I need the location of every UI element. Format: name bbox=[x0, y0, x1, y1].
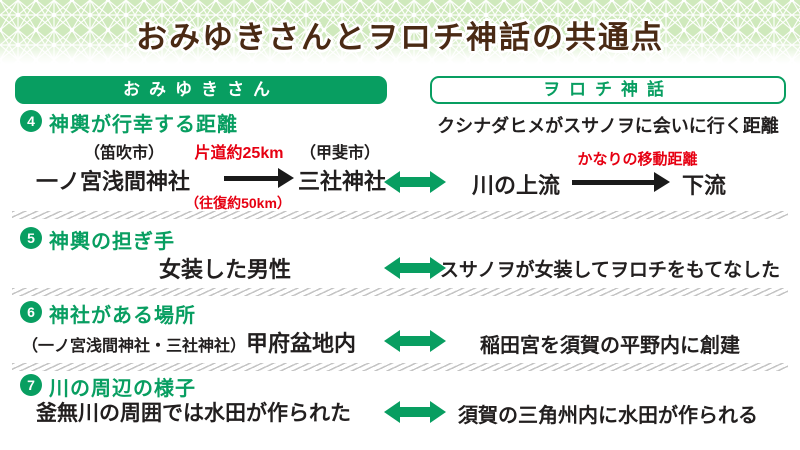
section-divider bbox=[12, 288, 788, 296]
s6-left-line: （一ノ宮浅間神社・三社神社）甲府盆地内 bbox=[22, 326, 356, 358]
header-fade-overlay bbox=[0, 0, 800, 64]
s7-right-text: 須賀の三角州内に水田が作られる bbox=[458, 405, 758, 427]
equivalence-arrow-icon bbox=[384, 330, 446, 352]
section-6-number-badge: 6 bbox=[20, 301, 42, 323]
s4-from-shrine: 一ノ宮浅間神社 bbox=[36, 169, 191, 194]
s6-left-note: （一ノ宮浅間神社・三社神社） bbox=[22, 338, 247, 355]
s4-to-city: （甲斐市） bbox=[299, 145, 380, 162]
s4-to-shrine: 三社神社 bbox=[298, 169, 387, 194]
s7-left-text: 釜無川の周囲では水田が作られた bbox=[36, 402, 351, 425]
equivalence-arrow-icon bbox=[384, 257, 446, 279]
column-header-orochi-myth: ヲロチ神話 bbox=[430, 76, 786, 104]
column-header-omiyukisan: おみゆきさん bbox=[15, 76, 387, 104]
s4-right-note: かなりの移動距離 bbox=[577, 151, 698, 168]
equivalence-arrow-icon bbox=[384, 171, 446, 193]
s4-river-downstream: 下流 bbox=[682, 173, 727, 198]
section-7-heading: 川の周辺の様子 bbox=[49, 378, 196, 400]
s4-round-trip-distance: （往復約50km） bbox=[185, 195, 291, 211]
page-title: おみゆきさんとヲロチ神話の共通点 bbox=[136, 20, 664, 55]
section-5-number-badge: 5 bbox=[20, 227, 42, 249]
section-5-heading: 神輿の担ぎ手 bbox=[49, 231, 175, 253]
s4-from-city: （笛吹市） bbox=[83, 145, 164, 162]
equivalence-arrow-icon bbox=[384, 401, 446, 423]
section-4-heading: 神輿が行幸する距離 bbox=[49, 114, 238, 136]
s6-right-text: 稲田宮を須賀の平野内に創建 bbox=[480, 335, 740, 357]
right-arrow-icon bbox=[572, 171, 670, 193]
s5-right-text: スサノヲが女装してヲロチをもてなした bbox=[439, 260, 781, 281]
s4-river-upstream: 川の上流 bbox=[472, 173, 561, 198]
section-divider bbox=[12, 363, 788, 371]
right-arrow-icon bbox=[224, 167, 294, 189]
s4-one-way-distance: 片道約25km bbox=[194, 145, 284, 162]
section-7-number-badge: 7 bbox=[20, 374, 42, 396]
s4-right-title: クシナダヒメがスサノヲに会いに行く距離 bbox=[437, 116, 779, 136]
s5-left-text: 女装した男性 bbox=[158, 257, 291, 282]
section-divider bbox=[12, 211, 788, 219]
s6-left-text: 甲府盆地内 bbox=[246, 331, 357, 356]
header-band: おみゆきさんとヲロチ神話の共通点 bbox=[0, 0, 800, 64]
section-4-number-badge: 4 bbox=[20, 110, 42, 132]
section-6-heading: 神社がある場所 bbox=[49, 305, 196, 327]
